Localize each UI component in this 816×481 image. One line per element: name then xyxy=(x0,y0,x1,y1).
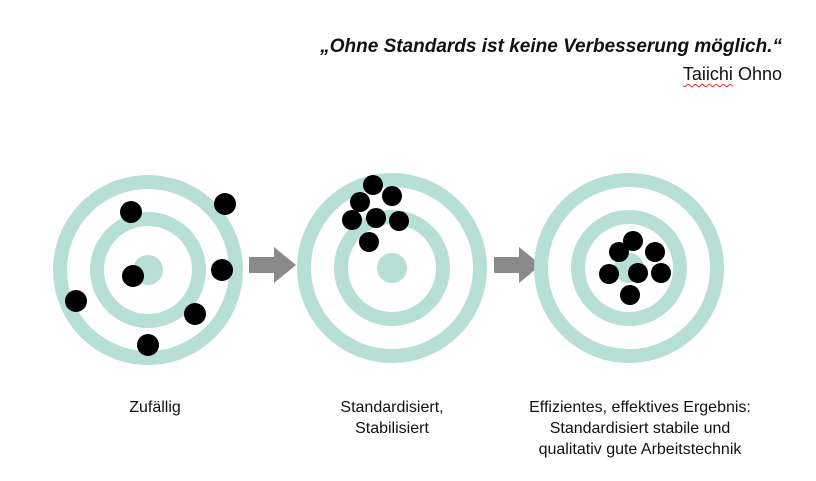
caption-line: qualitativ gute Arbeitstechnik xyxy=(538,441,742,458)
caption-line: Standardisiert, xyxy=(340,399,444,416)
arrow-right-icon xyxy=(249,247,296,283)
hit-dot xyxy=(184,303,206,325)
hit-dot xyxy=(651,263,671,283)
hit-dot xyxy=(645,242,665,262)
caption-line: Effizientes, effektives Ergebnis: xyxy=(529,399,751,416)
caption-line: Standardisiert stabile und xyxy=(549,420,731,437)
caption-line: Zufällig xyxy=(129,399,181,416)
hit-dot xyxy=(211,259,233,281)
hit-dot xyxy=(363,175,383,195)
target-random xyxy=(53,175,243,365)
author-last-name: Ohno xyxy=(737,64,782,84)
target-bullseye xyxy=(377,253,407,283)
hit-dot xyxy=(359,232,379,252)
target-outer-ring xyxy=(53,175,243,365)
caption-random: Zufällig xyxy=(129,397,181,418)
hit-dot xyxy=(122,265,144,287)
target-outer-ring xyxy=(297,173,487,363)
caption-line: Stabilisiert xyxy=(355,420,429,437)
target-efficient xyxy=(534,173,724,363)
hit-dot xyxy=(628,263,648,283)
hit-dot xyxy=(65,290,87,312)
target-middle-ring xyxy=(571,210,687,326)
target-middle-ring xyxy=(90,212,206,328)
target-standardized xyxy=(297,173,487,363)
hit-dot xyxy=(382,186,402,206)
caption-efficient: Effizientes, effektives Ergebnis: Standa… xyxy=(529,397,751,460)
author-first-name: Taiichi xyxy=(682,64,733,84)
hit-dot xyxy=(120,201,142,223)
hit-dot xyxy=(389,211,409,231)
hit-dot xyxy=(342,210,362,230)
hit-dot xyxy=(366,208,386,228)
hit-dot xyxy=(623,231,643,251)
hit-dot xyxy=(609,242,629,262)
hit-dot xyxy=(214,193,236,215)
arrow-right-icon xyxy=(494,247,541,283)
quote-text: „Ohne Standards ist keine Verbesserung m… xyxy=(320,36,782,57)
caption-standardized: Standardisiert, Stabilisiert xyxy=(340,397,443,439)
hit-dot xyxy=(620,285,640,305)
hit-dot xyxy=(350,192,370,212)
quote-author: Taiichi Ohno xyxy=(683,64,782,85)
target-outer-ring xyxy=(534,173,724,363)
hit-dot xyxy=(599,264,619,284)
hit-dot xyxy=(137,334,159,356)
